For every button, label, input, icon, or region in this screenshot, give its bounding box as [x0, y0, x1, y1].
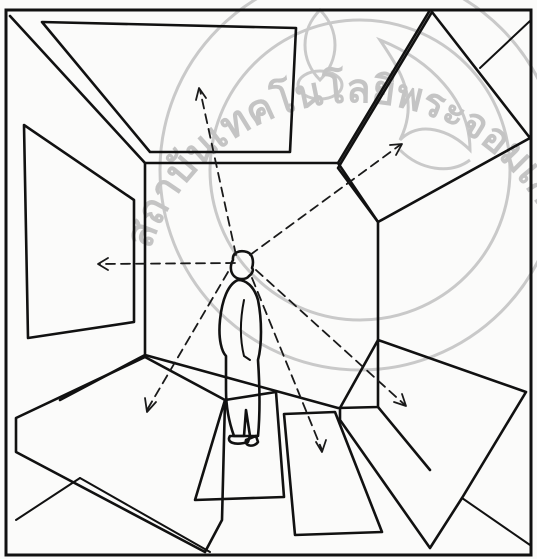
floor-panel-left — [16, 357, 225, 552]
watermark-seal: สถาบันเทคโนโลยีพระจอมเก — [115, 0, 537, 370]
floor-panel-bottom-right-edge — [462, 498, 530, 545]
sight-line-lower-left — [147, 272, 228, 410]
floor-panel-bottom-left-side — [16, 478, 80, 520]
arrow-upper-right-icon — [390, 144, 402, 155]
watermark-inner-ring — [210, 20, 510, 320]
floor-panel-center — [195, 392, 284, 500]
sight-line-left — [100, 263, 235, 264]
floor-panel-right-strip — [284, 412, 382, 535]
watermark-outer-ring — [160, 0, 537, 370]
floor-panel-bottom-left-edge — [80, 478, 210, 552]
floor-right-edge — [378, 407, 430, 470]
ceiling-left-edge — [10, 16, 145, 163]
watermark-text: สถาบันเทคโนโลยีพระจอมเก — [115, 65, 537, 253]
sight-line-lower-right — [256, 270, 405, 405]
upper-right-panel-corner — [480, 20, 531, 68]
